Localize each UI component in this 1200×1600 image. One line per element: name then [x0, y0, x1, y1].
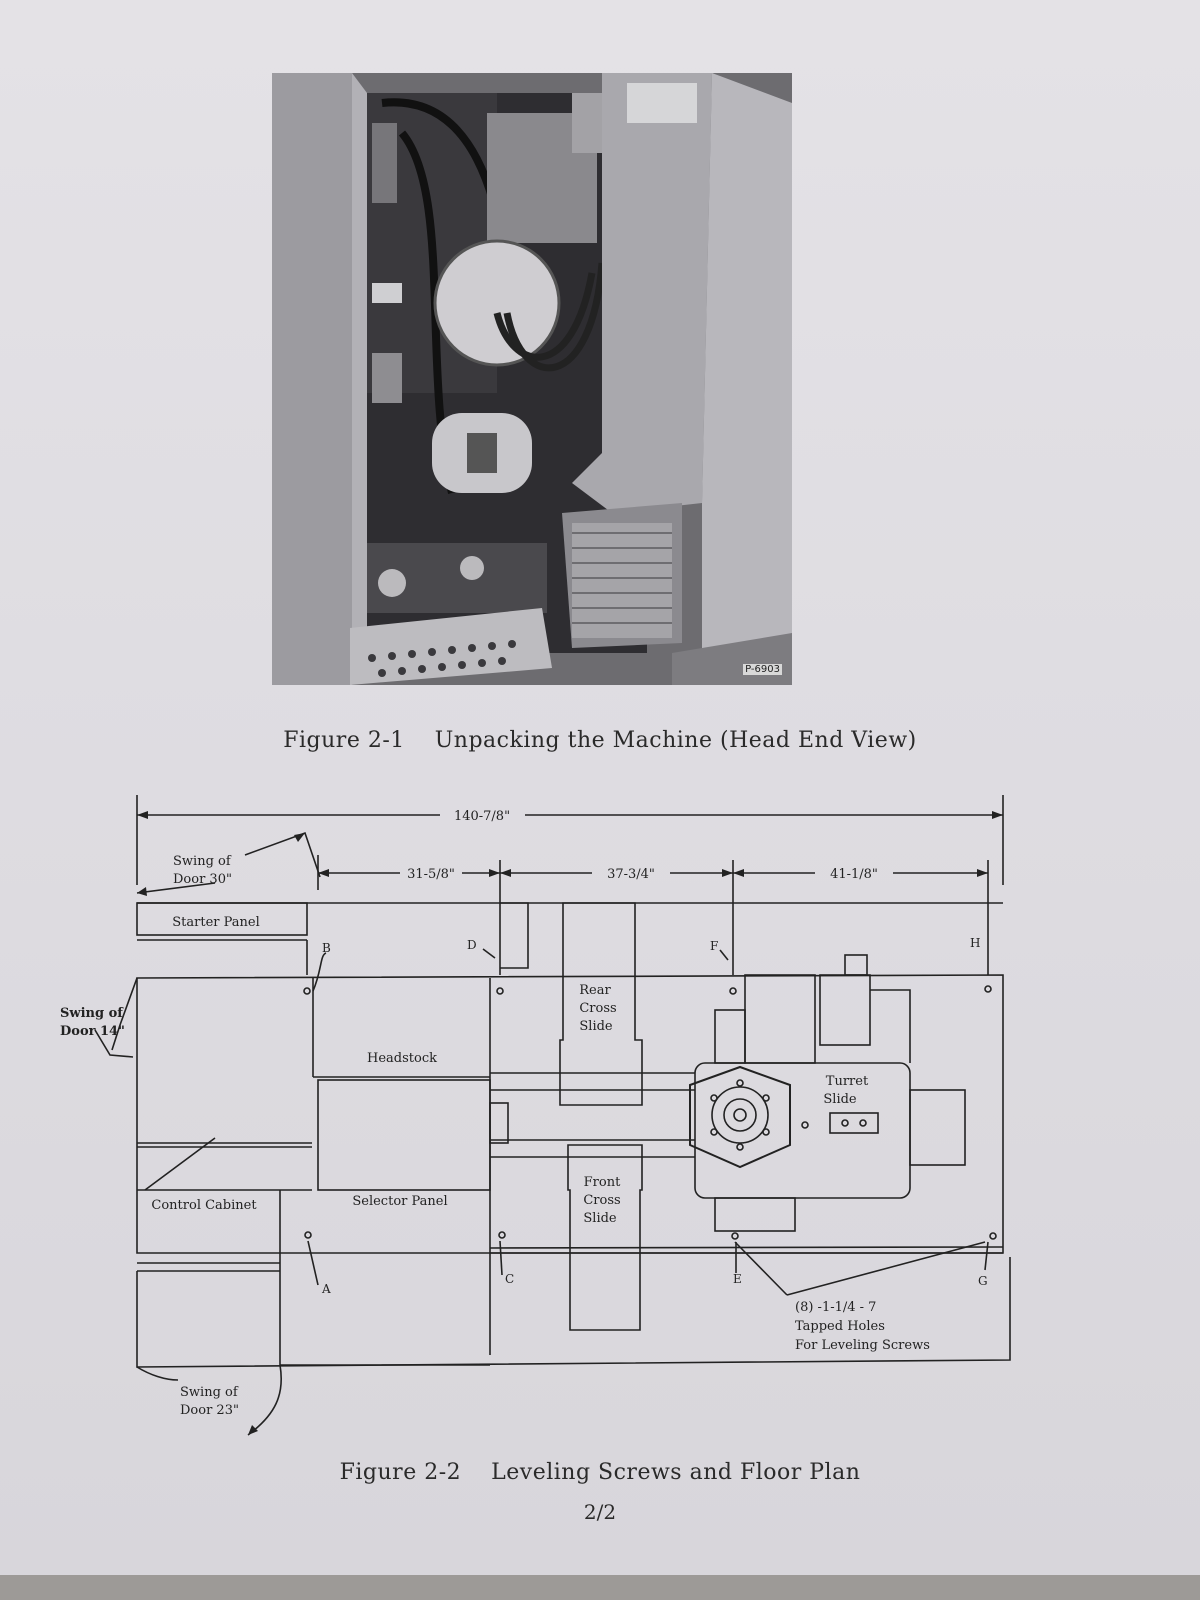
- page-bottom-edge: [0, 1575, 1200, 1600]
- point-f-label: F: [710, 939, 718, 953]
- point-e-label: E: [733, 1272, 742, 1286]
- turret-slide-label-1: Turret: [826, 1074, 869, 1089]
- headstock-label: Headstock: [367, 1051, 437, 1066]
- machine-photo: P-6903: [272, 73, 792, 685]
- tapped-holes-label-3: For Leveling Screws: [795, 1338, 930, 1353]
- point-c-label: C: [505, 1272, 514, 1286]
- rear-cross-slide-label-1: Rear: [579, 983, 611, 998]
- point-h-label: H: [970, 936, 980, 950]
- figure-2-title: Leveling Screws and Floor Plan: [491, 1460, 861, 1485]
- starter-panel-label: Starter Panel: [172, 915, 260, 930]
- figure-1-number: Figure 2-1: [283, 728, 405, 753]
- front-cross-slide-label-2: Cross: [583, 1193, 620, 1208]
- tapped-holes-label-2: Tapped Holes: [795, 1319, 885, 1334]
- swing-door-30-label-2: Door 30": [173, 872, 232, 887]
- page-number: 2/2: [583, 1500, 617, 1524]
- tapped-holes-label-1: (8) -1-1/4 - 7: [795, 1300, 876, 1315]
- swing-door-23-label-1: Swing of: [180, 1385, 239, 1400]
- dim-31-5-8: 31-5/8": [407, 867, 455, 882]
- figure-1-title: Unpacking the Machine (Head End View): [434, 728, 917, 753]
- dim-37-3-4: 37-3/4": [607, 867, 655, 882]
- point-g-label: G: [978, 1274, 988, 1288]
- floor-plan-diagram: 140-7/8" 31-5/8" 37-3/4" 41-1/8" Swing o…: [60, 795, 1011, 1436]
- front-cross-slide-label-3: Slide: [583, 1211, 617, 1226]
- point-d-label: D: [467, 938, 477, 952]
- point-b-label: B: [322, 941, 331, 955]
- rear-cross-slide-label-3: Slide: [579, 1019, 613, 1034]
- front-cross-slide-label-1: Front: [584, 1175, 621, 1190]
- selector-panel-label: Selector Panel: [352, 1194, 447, 1209]
- swing-door-14-label-1: Swing of: [60, 1006, 124, 1021]
- turret-slide-label-2: Slide: [823, 1092, 857, 1107]
- control-cabinet-label: Control Cabinet: [151, 1198, 257, 1213]
- dim-overall: 140-7/8": [454, 809, 510, 824]
- swing-door-23-label-2: Door 23": [180, 1403, 239, 1418]
- photo-code: P-6903: [743, 664, 782, 675]
- figure-2-number: Figure 2-2: [339, 1460, 462, 1485]
- rear-cross-slide-label-2: Cross: [579, 1001, 616, 1016]
- swing-door-30-label-1: Swing of: [173, 854, 232, 869]
- swing-door-14-label-2: Door 14": [60, 1024, 125, 1039]
- point-a-label: A: [321, 1282, 331, 1296]
- figure-1-caption: Figure 2-1 Unpacking the Machine (Head En…: [0, 728, 1200, 753]
- figure-2-caption: Figure 2-2 Leveling Screws and Floor Plan: [0, 1460, 1200, 1485]
- dim-41-1-8: 41-1/8": [830, 867, 878, 882]
